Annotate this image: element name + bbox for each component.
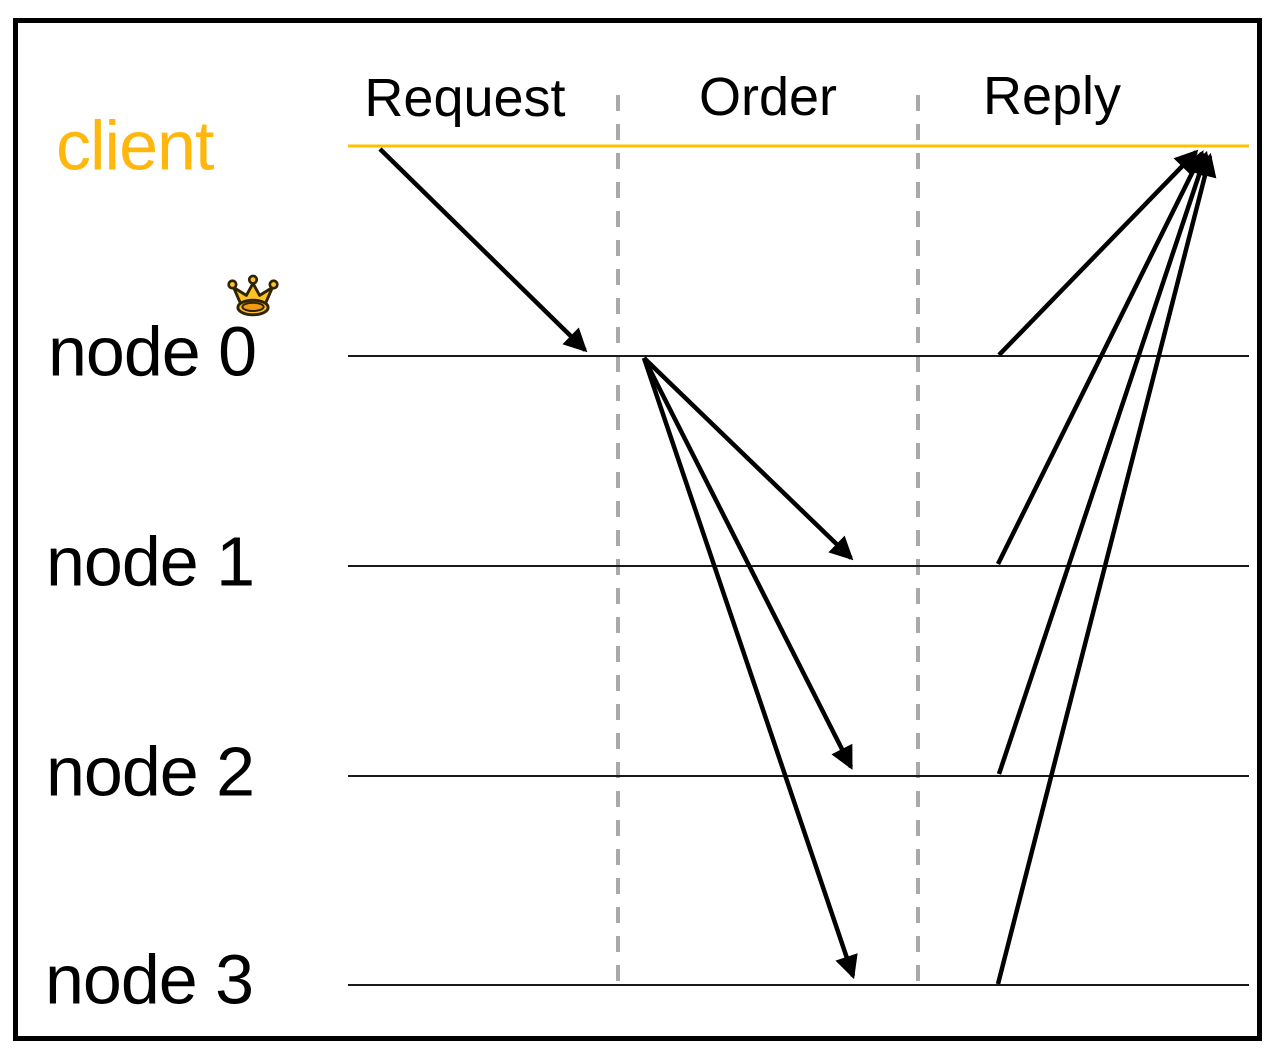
crown-icon bbox=[227, 274, 279, 317]
phase-label-order: Order bbox=[698, 67, 838, 127]
phase-label-reply: Reply bbox=[982, 66, 1122, 126]
lane-label-node1: node 1 bbox=[46, 522, 255, 601]
phase-dividers bbox=[616, 95, 920, 993]
lifelines bbox=[348, 144, 1249, 986]
lane-label-node2: node 2 bbox=[46, 732, 255, 811]
lane-label-client: client bbox=[56, 106, 214, 185]
diagram-border bbox=[13, 18, 1262, 1041]
message-arrows bbox=[378, 147, 1217, 985]
lane-label-node0: node 0 bbox=[48, 312, 257, 391]
phase-label-request: Request bbox=[364, 68, 566, 128]
lane-label-node3: node 3 bbox=[45, 940, 254, 1019]
